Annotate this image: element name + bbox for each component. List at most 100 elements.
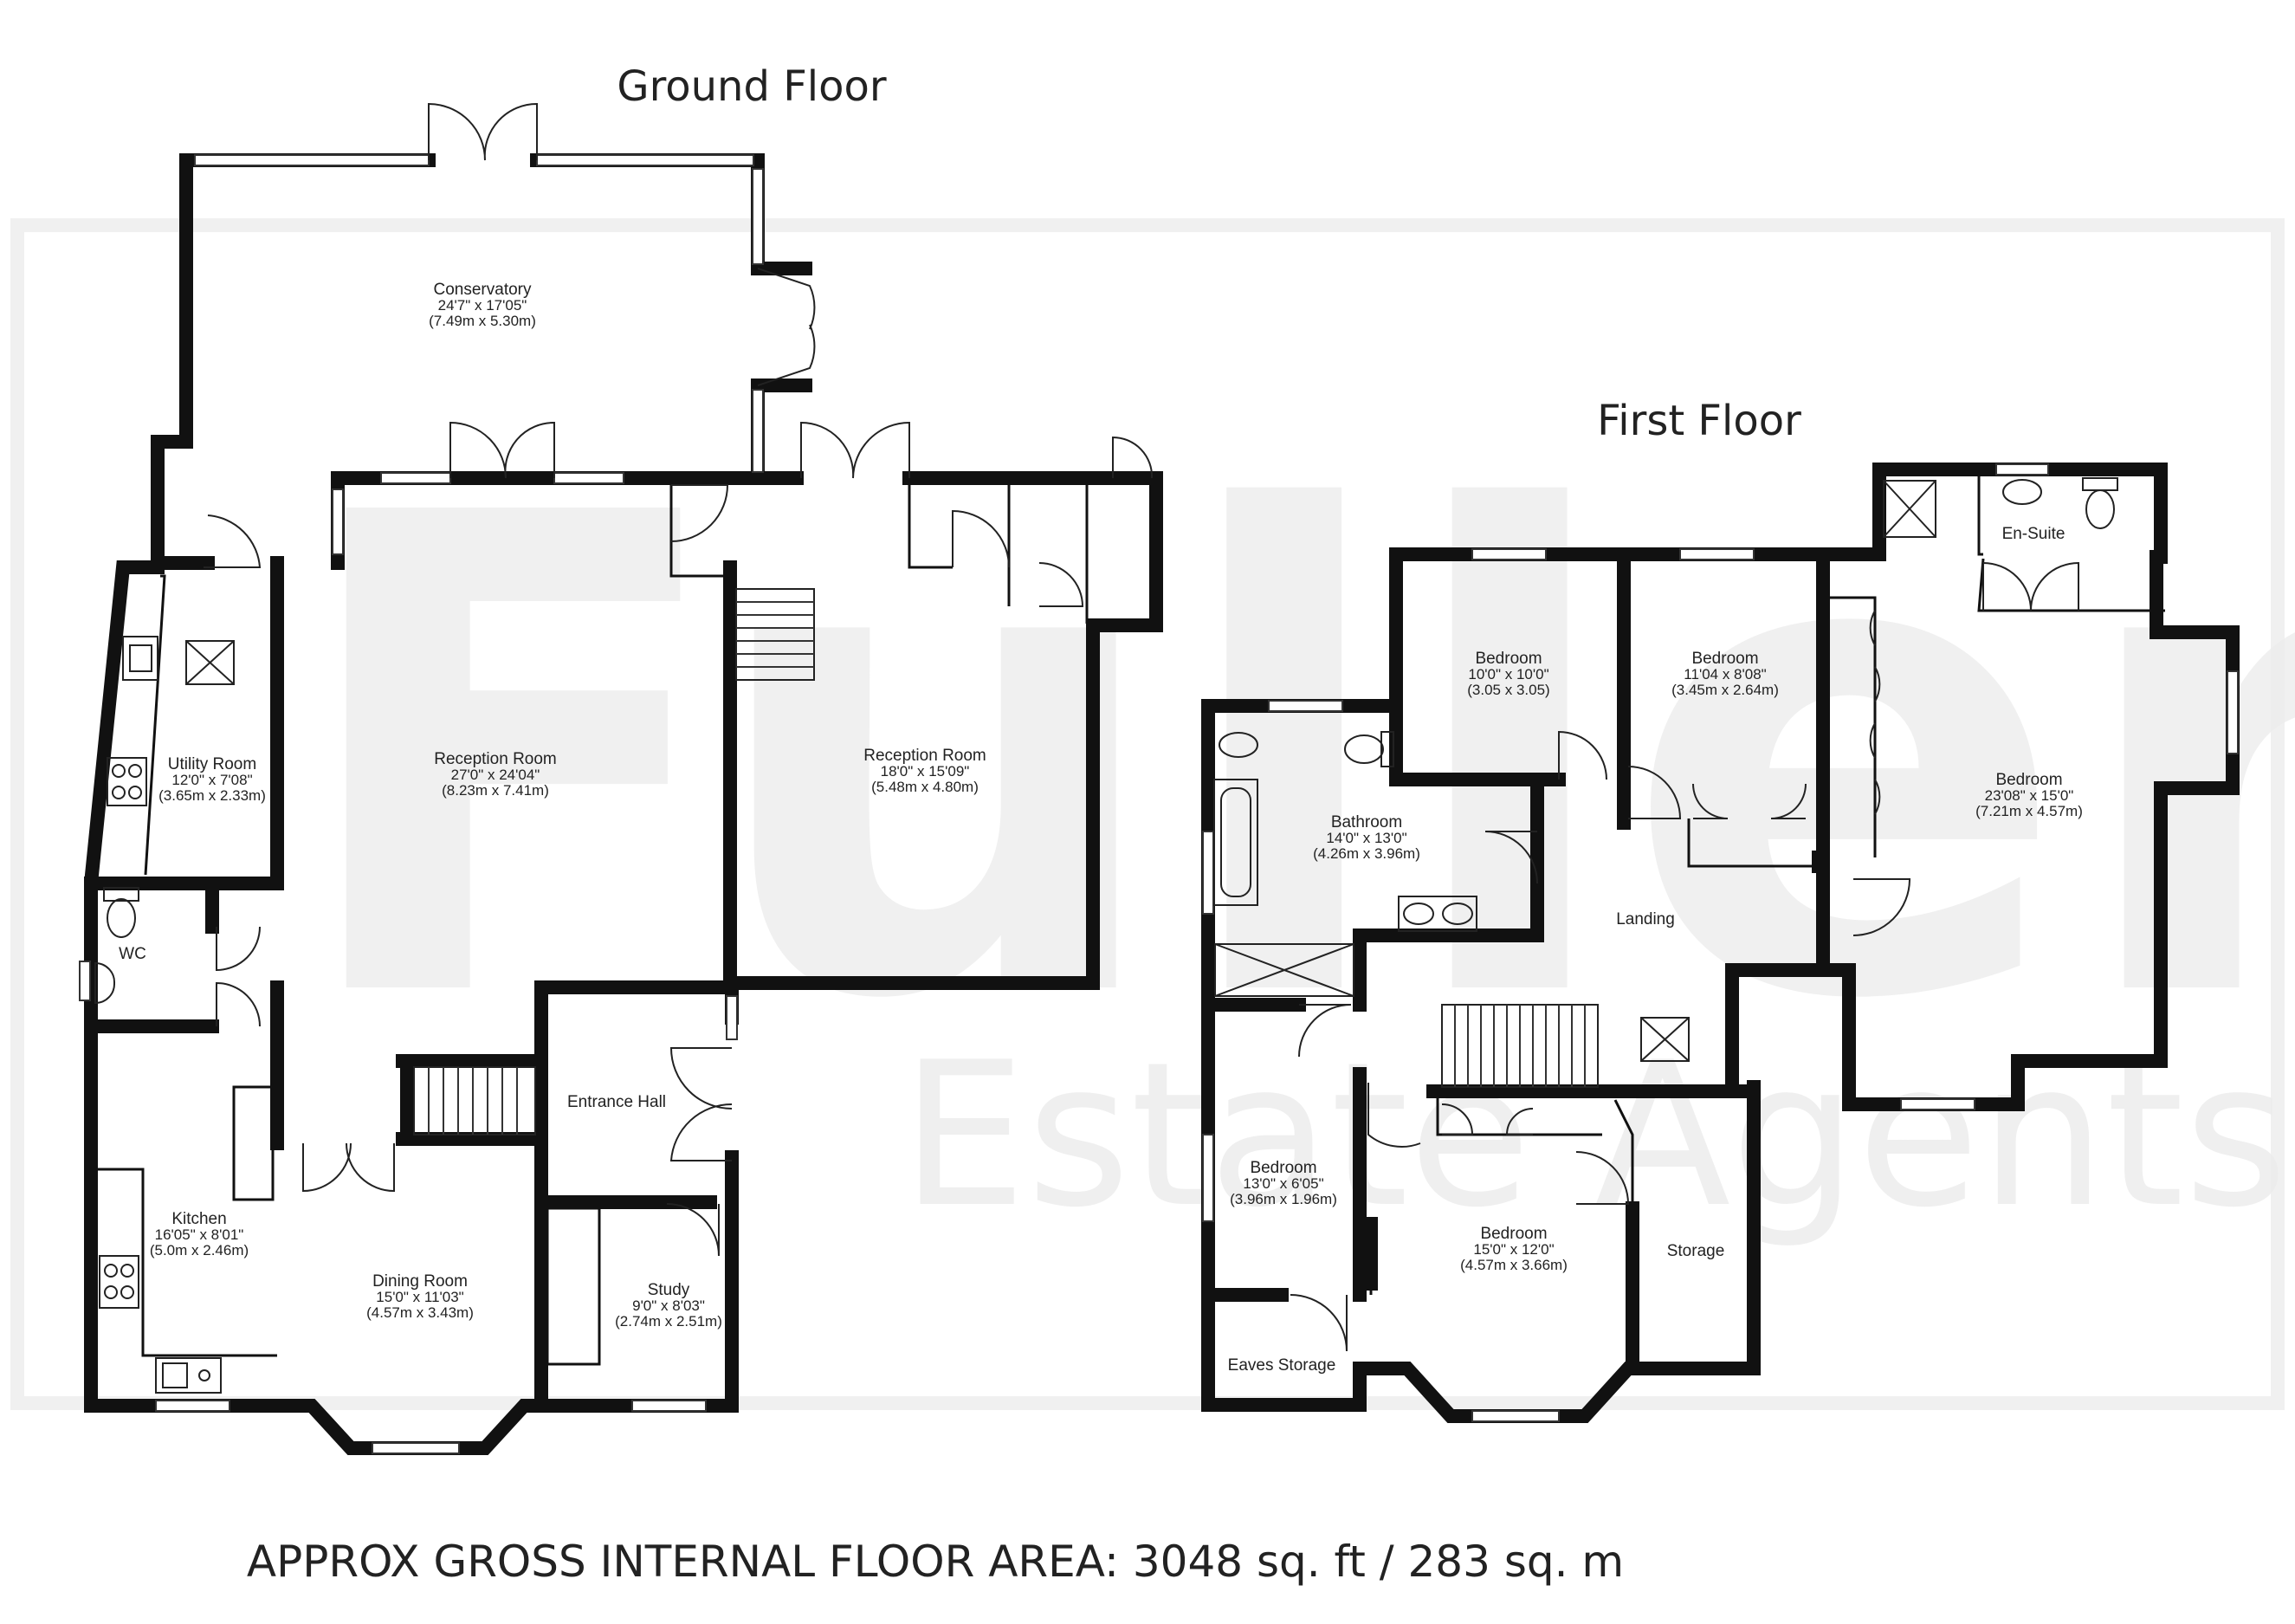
first-wall-ensuite [1725,463,2240,1111]
ground-door-hall-cupboard [670,484,729,542]
room-dimensions-metric: (4.57m x 3.66m) [1460,1257,1568,1273]
room-dimensions-imperial: 24'7" x 17'05" [438,297,527,314]
room-name: Conservatory [434,281,532,299]
first-door-bed-a [1558,730,1607,780]
ground-door-entrance [669,1047,733,1161]
room-name: Reception Room [434,750,557,768]
room-name: Utility Room [168,755,256,773]
ground-window-wc [79,961,91,1001]
room-storage: Storage [1667,1242,1725,1260]
first-door-main-bed [1852,878,1911,936]
room-entrance-hall: Entrance Hall [567,1093,666,1111]
room-name: Bedroom [1691,650,1758,668]
ground-utility-counter [144,574,166,876]
room-name: Bedroom [1475,650,1542,668]
first-window-bath-north [1268,700,1343,712]
ground-door-utility [204,514,262,568]
ground-wc-toilet-icon [103,887,139,938]
first-door-bathroom [1484,831,1538,884]
room-dimensions-imperial: 9'0" x 8'03" [632,1297,705,1314]
ground-kitchen-counter [95,1168,277,1357]
room-dimensions-imperial: 14'0" x 13'0" [1326,830,1406,846]
first-window-bath-west [1202,831,1214,915]
ground-window-kitchen [155,1400,230,1412]
ground-door-closet-1 [952,509,1010,568]
first-bath-double-basin-icon [1398,896,1477,932]
first-ensuite-partition [1977,475,1983,556]
room-dimensions-metric: (3.96m x 1.96m) [1230,1191,1337,1207]
ground-window-reception-1 [380,472,451,484]
ground-kitchen-island [232,1085,275,1201]
room-dimensions-metric: (5.48m x 4.80m) [871,779,979,795]
first-window-bed-a [1471,548,1547,560]
ground-door-reception-french [449,421,555,479]
ground-window-study [631,1400,707,1412]
room-dimensions-metric: (4.26m x 3.96m) [1313,845,1420,862]
first-bed-b-wardrobe [1687,818,1819,868]
ground-window-reception-2 [553,472,624,484]
ground-floor-plan: Conservatory 24'7" x 17'05" (7.49m x 5.3… [79,102,1163,1455]
ground-utility-hob-icon [107,757,147,806]
ground-window-reception-3 [332,488,344,555]
first-window-bed-b [1679,548,1755,560]
first-outer-wall [1201,547,1761,1423]
first-chimney-breast [1364,1217,1378,1291]
ground-utility-skylight-icon [185,640,235,685]
ground-utility-sink-icon [122,636,158,681]
room-name: Storage [1667,1242,1725,1260]
watermark: Fullers Estate Agents [10,218,2295,1410]
first-landing-skylight-icon [1640,1017,1690,1062]
ground-staircase-hall [413,1066,536,1136]
room-dimensions-metric: (4.57m x 3.43m) [366,1304,474,1321]
watermark-frame [10,218,2285,1410]
ground-door-wc [216,926,261,972]
first-window-front-bay [1471,1410,1560,1422]
first-ensuite-door-frame [1977,558,2165,612]
ground-door-conservatory-french [428,102,538,161]
room-dimensions-imperial: 11'04 x 8'08" [1684,666,1766,683]
room-dimensions-imperial: 18'0" x 15'09" [881,763,970,780]
ground-kitchen-sink-icon [155,1357,222,1394]
ground-door-conservatory-side [757,268,816,386]
ground-door-closet-2 [1038,562,1084,607]
room-dimensions-imperial: 23'08" x 15'0" [1985,787,2074,804]
room-name: Entrance Hall [567,1093,666,1111]
ground-window-conservatory-1 [194,154,430,166]
room-bedroom-a: Bedroom 10'0" x 10'0" (3.05 x 3.05) [1467,650,1549,698]
ground-partition-cupboards [908,485,953,569]
first-floor-plan: Bedroom 10'0" x 10'0" (3.05 x 3.05) Bedr… [1201,463,2240,1423]
room-dimensions-metric: (5.0m x 2.46m) [150,1242,249,1258]
first-window-small-bed [1202,1134,1214,1222]
room-name: En-Suite [2002,525,2066,543]
room-dimensions-imperial: 10'0" x 10'0" [1468,666,1548,683]
room-conservatory: Conservatory 24'7" x 17'05" (7.49m x 5.3… [429,281,536,329]
room-ensuite: En-Suite [2002,525,2066,543]
room-reception-1: Reception Room 27'0" x 24'04" (8.23m x 7… [434,750,557,799]
ground-study-cupboard [546,1207,601,1366]
ground-kitchen-hob-icon [99,1255,139,1309]
room-wc: WC [119,945,146,963]
first-bath-bathtub-icon [1213,779,1258,906]
ground-wall-conservatory-east [751,153,812,275]
room-dimensions-imperial: 13'0" x 6'05" [1243,1175,1323,1192]
room-name: Bathroom [1331,813,1402,831]
first-window-main-east [2227,670,2239,754]
room-bathroom: Bathroom 14'0" x 13'0" (4.26m x 3.96m) [1313,813,1420,862]
first-ensuite-shower-icon [1883,480,1936,538]
ground-outer-wall [84,153,739,1455]
room-dimensions-imperial: 16'05" x 8'01" [155,1226,244,1243]
first-main-wardrobe-doors [1869,610,1881,815]
first-door-bed-b [1627,766,1682,819]
room-dimensions-metric: (7.49m x 5.30m) [429,313,536,329]
first-door-small-bed [1298,1004,1352,1058]
first-main-wardrobe [1827,596,1877,857]
ground-door-study [666,1203,720,1257]
ground-door-dining [302,1142,395,1193]
room-dimensions-metric: (3.05 x 3.05) [1467,682,1549,698]
first-door-bed-b-wardrobe [1692,783,1807,819]
room-name: Eaves Storage [1228,1356,1336,1375]
room-dimensions-imperial: 12'0" x 7'08" [171,772,252,788]
ground-door-east-french [800,421,910,479]
first-front-wardrobe [1436,1096,1602,1136]
